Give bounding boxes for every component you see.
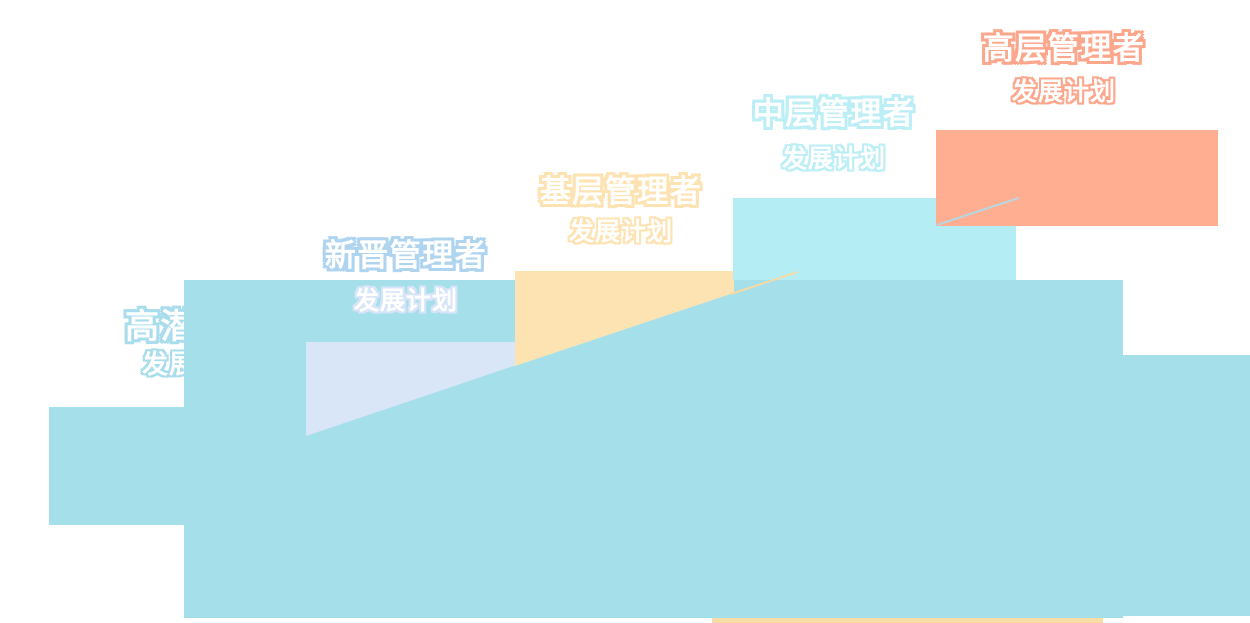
step-label-senior-manager: 高层管理者 发展计划: [924, 31, 1204, 107]
step-label-junior-manager: 基层管理者 发展计划: [481, 174, 761, 247]
step-label-new-manager: 新晋管理者 发展计划: [266, 238, 546, 316]
step-subtitle: 发展计划: [1011, 77, 1116, 107]
step-subtitle: 发展计划: [568, 217, 673, 247]
bottom-cream-strip: [712, 618, 1103, 623]
step-title: 新晋管理者: [324, 238, 488, 274]
step-title: 高层管理者: [982, 31, 1146, 67]
step-title: 中层管理者: [752, 96, 916, 132]
step-subtitle: 发展计划: [781, 144, 886, 174]
left-protruding-block: [49, 407, 184, 525]
step-title: 基层管理者: [539, 174, 703, 210]
step-label-middle-manager: 中层管理者 发展计划: [694, 96, 974, 174]
main-stair-block: [184, 280, 1123, 618]
right-extension-block: [1016, 355, 1250, 616]
step-subtitle: 发展计划: [353, 286, 458, 316]
